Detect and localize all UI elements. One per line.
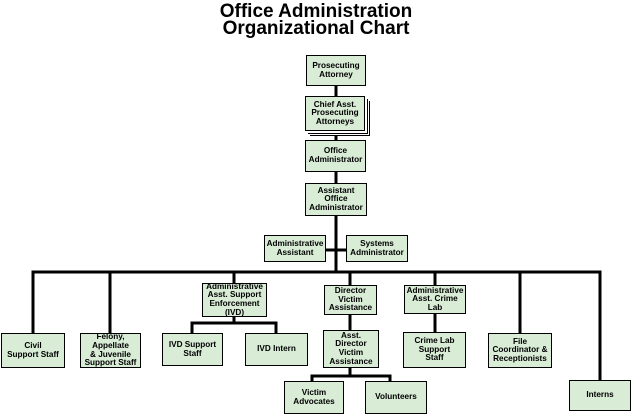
node-admin-asst-crime-lab: Administrative Asst. Crime Lab (404, 285, 466, 314)
node-file-coordinator-receptionists: File Coordinator & Receptionists (488, 333, 552, 368)
node-administrative-assistant: Administrative Assistant (264, 235, 326, 262)
node-prosecuting-attorney: Prosecuting Attorney (306, 55, 366, 86)
node-volunteers: Volunteers (365, 381, 427, 414)
node-asst-director-victim-assistance: Asst. Director Victim Assistance (323, 330, 379, 368)
node-office-administrator: Office Administrator (305, 140, 366, 172)
node-ivd-intern: IVD Intern (245, 333, 308, 366)
node-civil-support-staff: Civil Support Staff (1, 333, 65, 368)
node-crime-lab-support-staff: Crime Lab Support Staff (403, 332, 466, 368)
node-ivd-support-staff: IVD Support Staff (162, 333, 223, 366)
node-director-victim-assistance: Director Victim Assistance (324, 285, 377, 315)
node-assistant-office-administrator: Assistant Office Administrator (305, 183, 367, 216)
chart-title-line-2: Organizational Chart (222, 18, 410, 39)
node-victim-advocates: Victim Advocates (284, 381, 344, 414)
node-chief-asst-prosecuting-attorneys: Chief Asst. Prosecuting Attorneys (305, 96, 365, 131)
node-systems-administrator: Systems Administrator (346, 235, 408, 262)
node-felony-appellate-juvenile-support-staff: Felony, Appellate & Juvenile Support Sta… (80, 333, 141, 368)
chart-title-line-1: Office Administration (219, 1, 413, 22)
node-admin-asst-support-enforcement: Administrative Asst. Support Enforcement… (202, 282, 267, 317)
node-interns: Interns (569, 380, 631, 411)
